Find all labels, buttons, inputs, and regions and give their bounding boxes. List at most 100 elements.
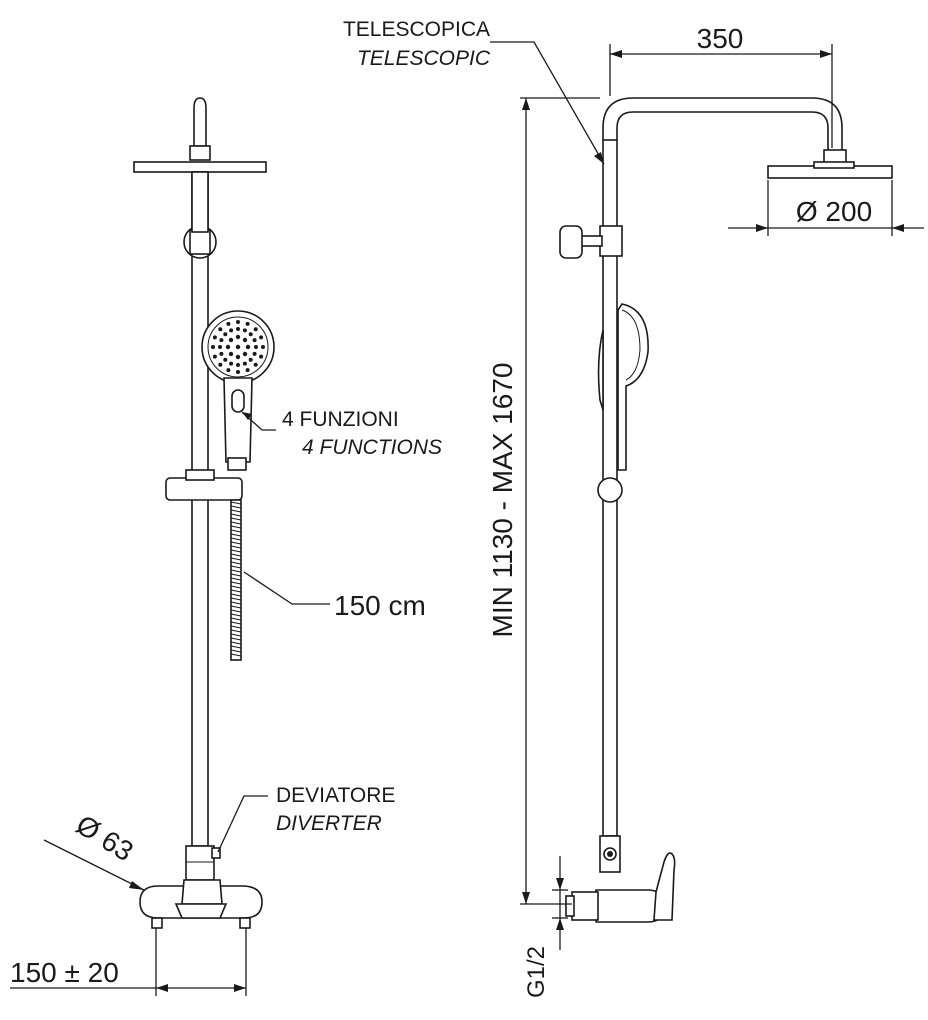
side-overhead-head-top bbox=[813, 161, 855, 169]
front-mixer-lever bbox=[181, 879, 223, 905]
hose-leader bbox=[243, 571, 330, 605]
front-hand-shower-nozzles bbox=[211, 320, 265, 374]
side-hand-shower-back bbox=[597, 329, 604, 411]
front-right-eccentric bbox=[239, 917, 251, 929]
front-view bbox=[133, 97, 275, 929]
label-funzioni: 4 FUNZIONI bbox=[282, 408, 399, 431]
front-left-eccentric bbox=[151, 917, 163, 929]
hose-coil-ring bbox=[230, 533, 242, 537]
nozzle bbox=[254, 345, 258, 349]
nozzle bbox=[219, 338, 224, 343]
side-view bbox=[559, 97, 893, 923]
front-handle-button bbox=[231, 389, 245, 413]
nozzle bbox=[252, 351, 257, 356]
nozzle bbox=[226, 368, 231, 373]
nozzle bbox=[235, 354, 241, 360]
front-hose-coil bbox=[230, 501, 242, 657]
label-functions: 4 FUNCTIONS bbox=[302, 436, 442, 459]
nozzle bbox=[229, 361, 234, 366]
side-hand-shower bbox=[617, 303, 649, 471]
hose-coil-ring bbox=[230, 589, 242, 593]
front-overhead-head bbox=[133, 161, 267, 173]
dim-thread-arrow-top bbox=[556, 878, 564, 890]
nozzle bbox=[259, 335, 264, 340]
hose-coil-ring bbox=[230, 593, 242, 597]
dim-63-leader bbox=[43, 839, 145, 891]
hose-coil-ring bbox=[230, 557, 242, 561]
front-slider bbox=[165, 477, 243, 501]
nozzle bbox=[261, 345, 265, 349]
nozzle bbox=[248, 357, 253, 362]
hose-coil-ring bbox=[230, 525, 242, 529]
nozzle bbox=[236, 370, 240, 374]
nozzle bbox=[225, 344, 231, 350]
side-eccentric-nut bbox=[565, 895, 575, 917]
nozzle bbox=[236, 363, 240, 367]
hose-coil-ring bbox=[230, 553, 242, 557]
nozzle bbox=[242, 361, 247, 366]
nozzle bbox=[245, 321, 250, 326]
side-overhead-arm-inner bbox=[616, 111, 829, 150]
nozzle bbox=[236, 327, 240, 331]
front-top-arm bbox=[193, 97, 207, 147]
dim-thread-arrow-bottom bbox=[556, 918, 564, 930]
front-handle-cone bbox=[227, 457, 247, 471]
label-width-350: 350 bbox=[697, 23, 744, 54]
dim-spacing-arrow-right bbox=[234, 984, 246, 992]
label-head-diameter: Ø 200 bbox=[796, 196, 872, 227]
label-spacing: 150 ± 20 bbox=[10, 957, 119, 988]
hose-coil-ring bbox=[230, 629, 242, 633]
dim-350-arrow-left bbox=[610, 50, 622, 58]
hose-coil-ring bbox=[230, 569, 242, 573]
hose-coil-ring bbox=[230, 517, 242, 521]
nozzle bbox=[229, 328, 234, 333]
label-height-range: MIN 1130 - MAX 1670 bbox=[487, 363, 518, 638]
hose-coil-ring bbox=[230, 637, 242, 641]
front-column-upper bbox=[191, 171, 209, 233]
nozzle bbox=[245, 344, 251, 350]
hose-coil-ring bbox=[230, 605, 242, 609]
hose-coil-ring bbox=[230, 513, 242, 517]
front-wall-bracket-clamp bbox=[189, 229, 211, 255]
label-diverter: DIVERTER bbox=[276, 812, 382, 835]
hose-coil-ring bbox=[230, 625, 242, 629]
hose-coil-ring bbox=[230, 641, 242, 645]
nozzle bbox=[242, 337, 248, 343]
side-wall-bracket-plate bbox=[559, 225, 583, 259]
hose-coil-ring bbox=[230, 581, 242, 585]
side-mixer-lever bbox=[653, 852, 676, 921]
front-hand-shower-face bbox=[207, 316, 269, 378]
side-hand-shower-face bbox=[621, 309, 641, 381]
dim-height-arrow-top bbox=[522, 98, 530, 110]
nozzle bbox=[223, 357, 228, 362]
side-diverter-knob-center bbox=[607, 851, 613, 857]
dim-350-arrow-right bbox=[820, 50, 832, 58]
hose-coil-ring bbox=[230, 541, 242, 545]
dim-200-arrow-right bbox=[892, 224, 904, 232]
nozzle bbox=[242, 328, 247, 333]
nozzle bbox=[218, 362, 223, 367]
hose-coil-ring bbox=[230, 613, 242, 617]
dim-height-arrow-bottom bbox=[522, 892, 530, 904]
nozzle bbox=[248, 332, 253, 337]
nozzle bbox=[253, 327, 258, 332]
front-arm-nut bbox=[189, 145, 211, 161]
hose-coil-ring bbox=[230, 617, 242, 621]
side-slider-knob bbox=[597, 477, 623, 503]
front-hand-shower-handle bbox=[223, 377, 253, 463]
side-eccentric bbox=[571, 891, 599, 921]
hose-coil-ring bbox=[230, 509, 242, 513]
hose-coil-ring bbox=[230, 561, 242, 565]
label-deviatore: DEVIATORE bbox=[276, 784, 395, 807]
hose-coil-ring bbox=[230, 529, 242, 533]
front-diverter-knob bbox=[211, 847, 221, 859]
nozzle bbox=[235, 344, 241, 350]
telescopic-leader bbox=[490, 41, 605, 165]
hose-coil-ring bbox=[230, 537, 242, 541]
hose-coil-ring bbox=[230, 597, 242, 601]
dim-200-arrow-left bbox=[756, 224, 768, 232]
nozzle bbox=[253, 362, 258, 367]
nozzle bbox=[245, 368, 250, 373]
nozzle bbox=[235, 334, 241, 340]
